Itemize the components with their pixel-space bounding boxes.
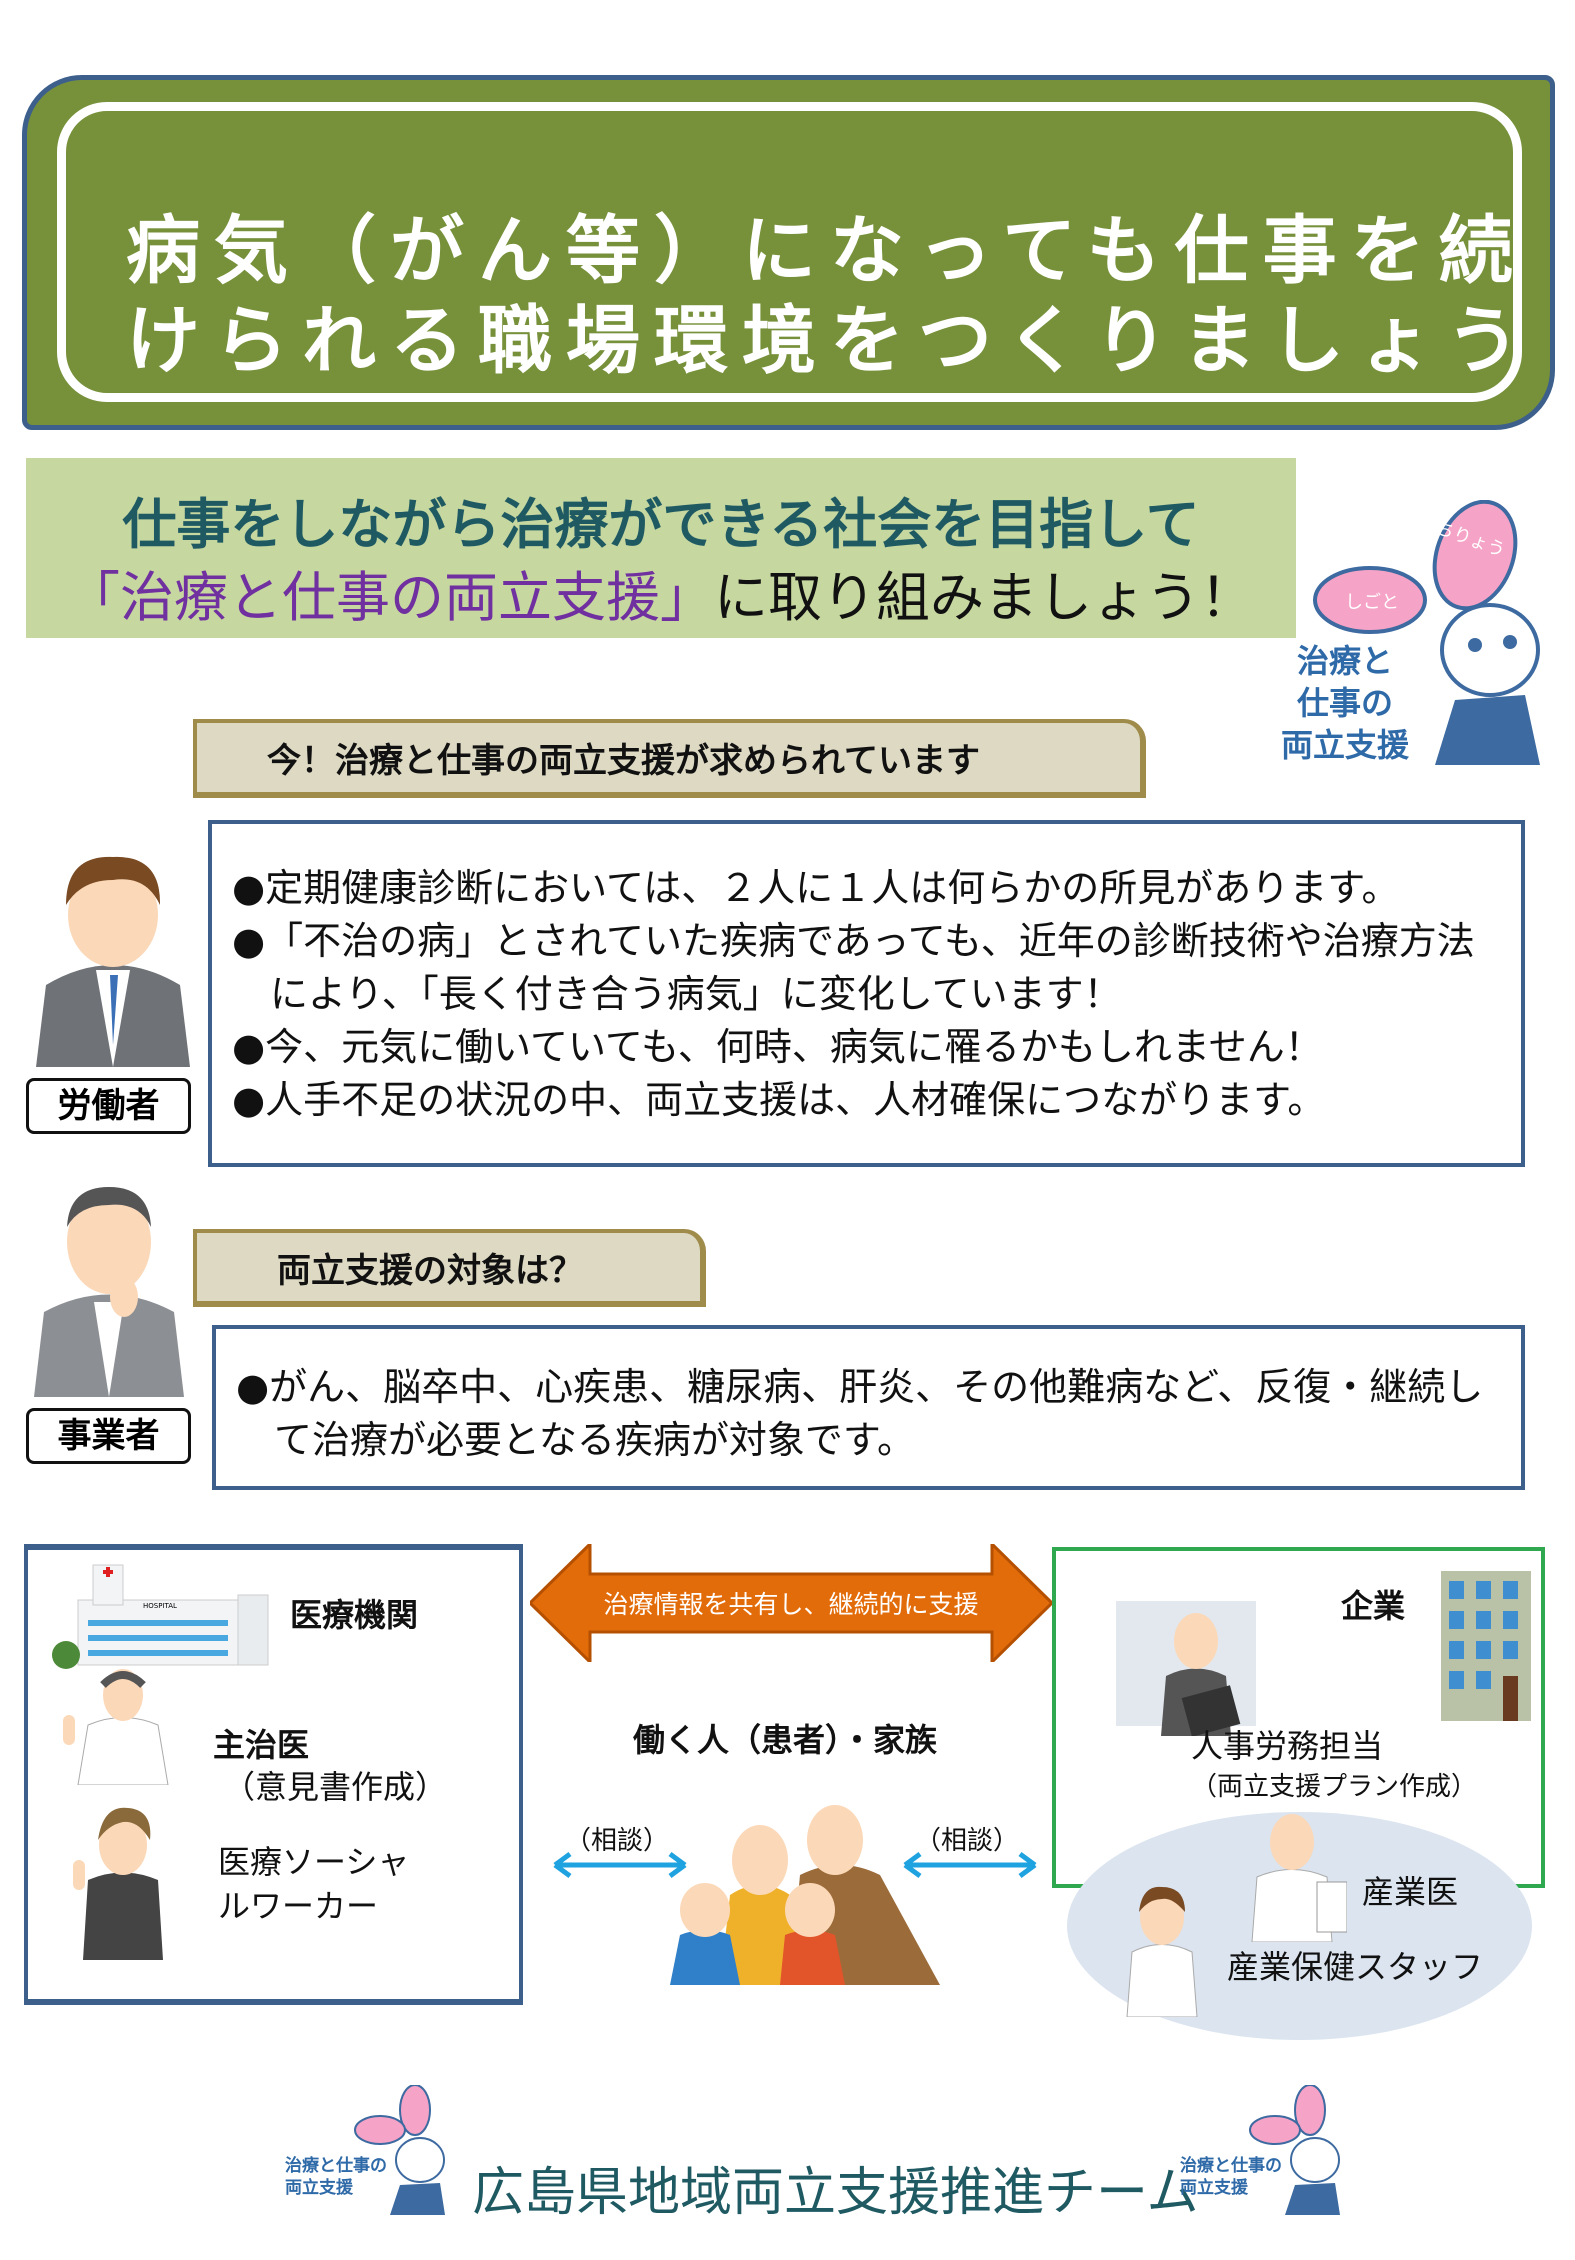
- doctor-note: （意見書作成）: [223, 1768, 448, 1806]
- subtitle-band: 仕事をしながら治療ができる社会を目指して 「治療と仕事の両立支援」に取り組みまし…: [26, 458, 1296, 638]
- title-banner: 病気（がん等）になっても仕事を続 けられる職場環境をつくりましょう: [22, 75, 1555, 430]
- subtitle-line-2: 「治療と仕事の両立支援」に取り組みましょう！: [66, 553, 1254, 632]
- hospital-icon: [52, 1564, 269, 1669]
- footer-logo-caption: 治療と仕事の両立支援: [1180, 2155, 1282, 2199]
- mascot-caption-line: 両立支援: [1280, 726, 1409, 764]
- employer-label: 事業者: [26, 1408, 191, 1464]
- section1-heading: 今！治療と仕事の両立支援が求められています: [193, 719, 1146, 798]
- occupational-doctor-icon: [1251, 1814, 1347, 1942]
- title-line-1: 病気（がん等）になっても仕事を続: [126, 208, 1527, 294]
- subtitle-highlight: 「治療と仕事の両立支援」: [66, 566, 714, 629]
- doctor-label: 主治医: [213, 1726, 310, 1764]
- mascot-caption-line: 仕事の: [1296, 684, 1393, 722]
- occupational-doctor-label: 産業医: [1362, 1873, 1459, 1911]
- bullet-item: ●人手不足の状況の中、両立支援は、人材確保につながります。: [232, 1078, 1326, 1122]
- employer-icon: [34, 1187, 184, 1397]
- worker-label: 労働者: [26, 1078, 191, 1134]
- hr-staff-icon: [1116, 1601, 1256, 1736]
- bullet-item: ●今、元気に働いていても、何時、病気に罹るかもしれません！: [232, 1025, 1323, 1069]
- footer-logo-right: 治療と仕事の両立支援: [1180, 2085, 1350, 2215]
- hr-note: （両立支援プラン作成）: [1191, 1772, 1478, 1802]
- worker-figure: [26, 835, 200, 1067]
- hospital-sign: HOSPITAL: [143, 1602, 177, 1610]
- bullet-item: ●「不治の病」とされていた疾病であっても、近年の診断技術や治療方法により、「長く…: [232, 919, 1475, 1016]
- footer-logo-left: 治療と仕事の両立支援: [285, 2085, 455, 2215]
- footer-team-name: 広島県地域両立支援推進チーム: [472, 2163, 1199, 2223]
- employer-figure: [29, 1167, 189, 1397]
- title-inner-frame: 病気（がん等）になっても仕事を続 けられる職場環境をつくりましょう: [57, 102, 1522, 402]
- logo-caption-line: 治療と仕事の: [285, 2156, 387, 2176]
- health-staff-label: 産業保健スタッフ: [1227, 1948, 1484, 1986]
- double-arrow-icon: [530, 1544, 1052, 1662]
- consult-right-label: （相談）: [915, 1826, 1020, 1856]
- doctor-icon: [63, 1669, 169, 1785]
- rabbit-mascot-icon: [1249, 2085, 1340, 2215]
- company-box: 企業 人事労務担当 （両立支援プラン作成）: [1052, 1547, 1545, 1888]
- left-double-arrow-icon: [553, 1851, 687, 1879]
- subtitle-line-1: 仕事をしながら治療ができる社会を目指して: [122, 493, 1200, 556]
- office-building-icon: [1441, 1571, 1531, 1721]
- logo-caption-line: 両立支援: [1180, 2178, 1248, 2198]
- mascot-caption: 治療と 仕事の 両立支援: [1275, 640, 1415, 766]
- arrow-text: 治療情報を共有し、継続的に支援: [603, 1590, 979, 1619]
- worker-icon: [36, 856, 190, 1067]
- bullet-item: ●定期健康診断においては、２人に１人は何らかの所見があります。: [232, 866, 1400, 910]
- bullet-item: ●がん、脳卒中、心疾患、糖尿病、肝炎、その他難病など、反復・継続して治療が必要と…: [236, 1365, 1484, 1462]
- mascot-caption-line: 治療と: [1296, 642, 1393, 680]
- medical-institution-title: 医療機関: [290, 1596, 419, 1634]
- consult-left-label: （相談）: [565, 1826, 670, 1856]
- occupational-health-ellipse: 産業医 産業保健スタッフ: [1067, 1812, 1532, 2040]
- medical-institution-box: HOSPITAL 医療機関 主治医 （意見書作成） 医療ソーシャルワーカー: [24, 1544, 523, 2005]
- section2-heading: 両立支援の対象は？: [193, 1229, 706, 1307]
- logo-caption-line: 両立支援: [285, 2178, 353, 2198]
- title-line-2: けられる職場環境をつくりましょう: [126, 298, 1534, 384]
- family-icon: [670, 1805, 940, 1985]
- company-title: 企業: [1341, 1587, 1406, 1625]
- section2-box: ●がん、脳卒中、心疾患、糖尿病、肝炎、その他難病など、反復・継続して治療が必要と…: [212, 1325, 1525, 1490]
- social-worker-icon: [73, 1807, 163, 1960]
- worker-family-label: 働く人（患者）・家族: [632, 1721, 937, 1759]
- footer-logo-caption: 治療と仕事の両立支援: [285, 2155, 387, 2199]
- health-staff-icon: [1126, 1886, 1198, 2017]
- logo-caption-line: 治療と仕事の: [1180, 2156, 1282, 2176]
- section1-box: ●定期健康診断においては、２人に１人は何らかの所見があります。 ●「不治の病」と…: [208, 820, 1525, 1167]
- hr-label: 人事労務担当: [1191, 1727, 1384, 1765]
- right-double-arrow-icon: [903, 1851, 1037, 1879]
- social-worker-label: 医療ソーシャルワーカー: [218, 1843, 410, 1925]
- mascot-ear-text: しごと: [1345, 592, 1399, 613]
- rabbit-mascot-icon: [1313, 499, 1540, 765]
- rabbit-mascot-icon: [354, 2085, 445, 2215]
- mascot-logo: ちりょう しごと 治療と 仕事の 両立支援: [1275, 499, 1545, 780]
- subtitle-rest: に取り組みましょう！: [714, 566, 1254, 629]
